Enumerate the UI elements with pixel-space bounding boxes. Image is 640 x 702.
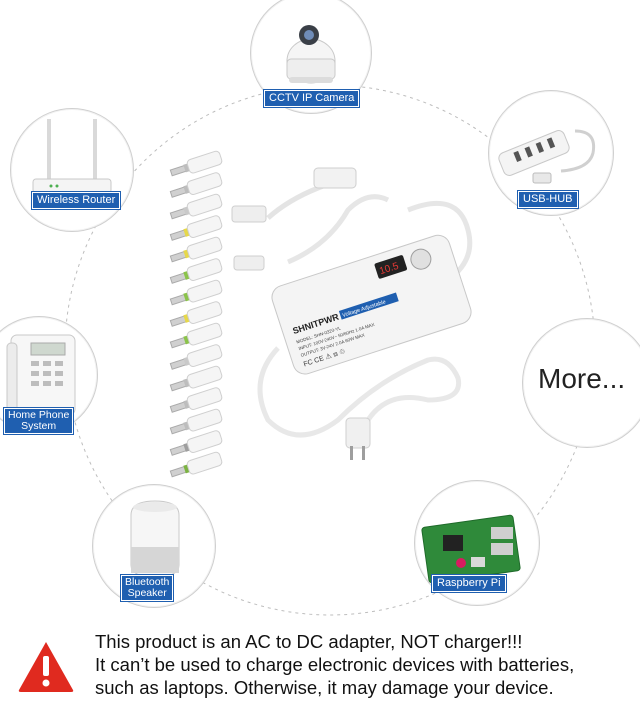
dc-tip-1 bbox=[169, 150, 223, 177]
dc-tip-12 bbox=[169, 387, 223, 413]
label-speaker-line1: Bluetooth bbox=[125, 576, 170, 588]
dc-tip-7 bbox=[169, 279, 223, 306]
dc-tip-10 bbox=[169, 344, 223, 370]
warning-line-3: such as laptops. Otherwise, it may damag… bbox=[95, 677, 554, 698]
usb-hub-icon bbox=[498, 129, 596, 184]
device-more bbox=[522, 318, 640, 448]
router-icon bbox=[32, 119, 112, 194]
label-phone: Home Phone System bbox=[2, 407, 75, 435]
phone-icon bbox=[6, 334, 76, 416]
product-diagram: CCTV IP Camera Wireless Router USB-HUB bbox=[0, 0, 640, 616]
label-raspberry: Raspberry Pi bbox=[431, 574, 507, 593]
warning-banner: This product is an AC to DC adapter, NOT… bbox=[0, 628, 640, 702]
dc-tip-4 bbox=[169, 215, 223, 241]
more-label: More... bbox=[538, 363, 626, 394]
label-phone-line2: System bbox=[21, 420, 57, 432]
warning-triangle-icon bbox=[18, 642, 74, 692]
adapter-illustration: 10.5 SHNITPWR Voltage Adjustable MODEL: … bbox=[231, 167, 473, 460]
dc-tip-3 bbox=[169, 193, 223, 220]
label-speaker: Bluetooth Speaker bbox=[119, 574, 175, 602]
dc-tip-9 bbox=[169, 322, 223, 349]
raspberry-pi-icon bbox=[421, 514, 521, 584]
warning-line-2: It can’t be used to charge electronic de… bbox=[95, 654, 575, 675]
label-cctv: CCTV IP Camera bbox=[262, 89, 361, 108]
device-phone bbox=[0, 316, 98, 434]
camera-icon bbox=[286, 25, 336, 84]
dc-tip-11 bbox=[169, 365, 223, 392]
dc-tip-15 bbox=[169, 451, 223, 478]
dc-tip-6 bbox=[169, 258, 223, 284]
label-router: Wireless Router bbox=[30, 191, 122, 210]
warning-line-1: This product is an AC to DC adapter, NOT… bbox=[95, 631, 523, 652]
speaker-icon bbox=[130, 500, 180, 578]
dc-tip-8 bbox=[169, 301, 223, 327]
dc-tip-2 bbox=[169, 172, 223, 198]
dc-tips-column bbox=[169, 150, 223, 478]
label-phone-line1: Home Phone bbox=[8, 409, 70, 421]
label-speaker-line2: Speaker bbox=[127, 587, 167, 599]
dc-tip-5 bbox=[169, 236, 223, 263]
dc-tip-14 bbox=[169, 430, 223, 456]
dc-tip-13 bbox=[169, 408, 223, 435]
label-usbhub: USB-HUB bbox=[517, 190, 579, 209]
warning-text: This product is an AC to DC adapter, NOT… bbox=[95, 630, 640, 699]
device-router bbox=[10, 108, 134, 232]
